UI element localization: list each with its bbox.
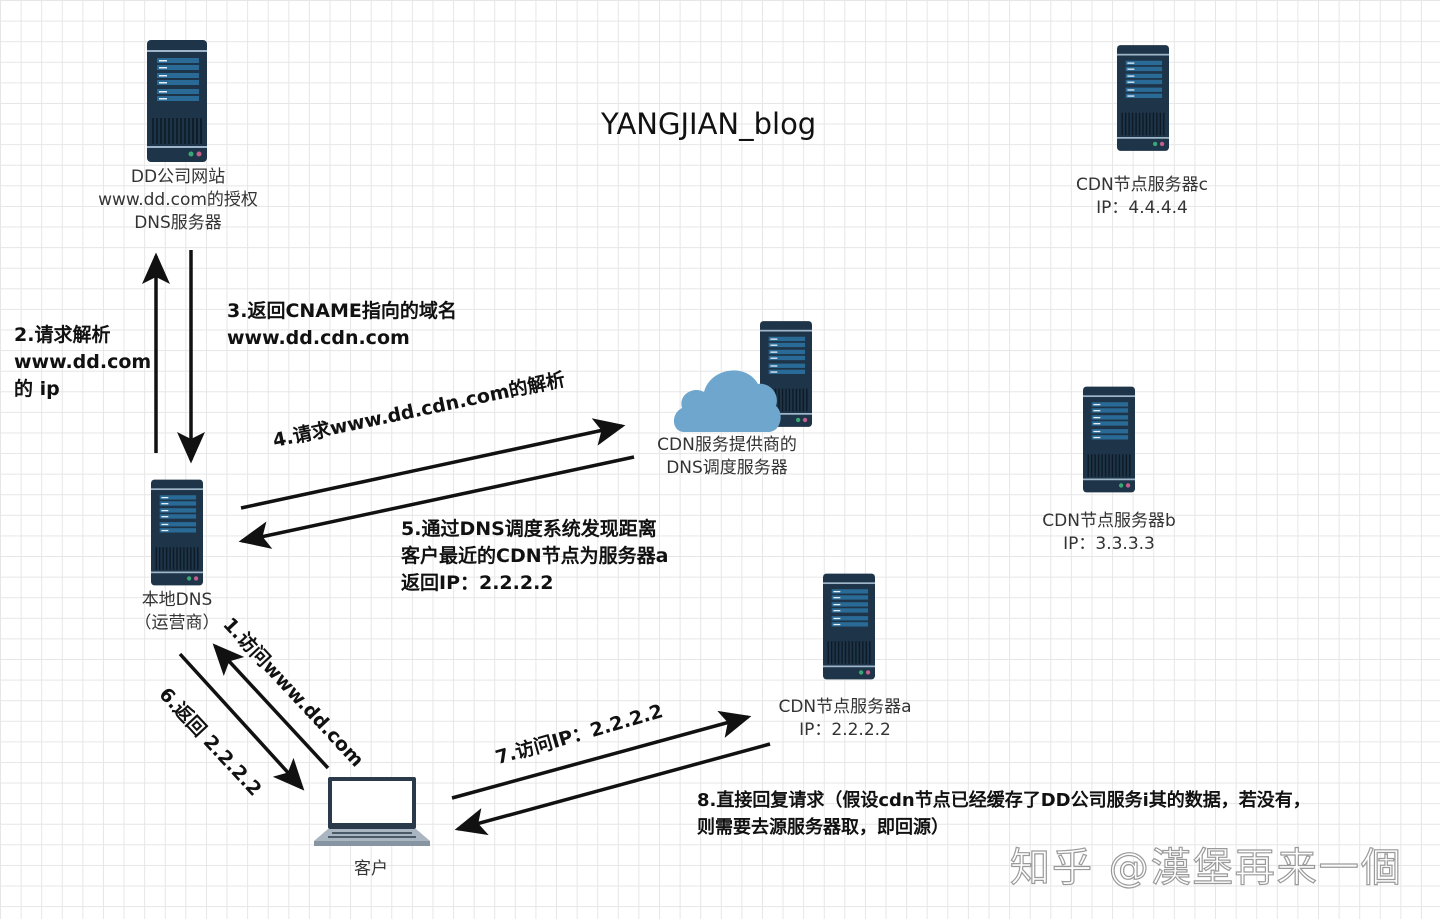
step-line: 3.返回CNAME指向的域名 <box>227 300 457 322</box>
arrow-step8 <box>454 742 771 836</box>
cdn-node-b-label: CDN节点服务器b IP：3.3.3.3 <box>1042 510 1175 556</box>
diagram-title: YANGJIAN_blog <box>601 107 817 141</box>
label-line: IP：3.3.3.3 <box>1063 534 1155 554</box>
watermark: 知乎 @漢堡再来一個 <box>1009 844 1403 891</box>
step-line: www.dd.cdn.com <box>227 327 410 349</box>
step-line: 返回IP：2.2.2.2 <box>401 572 554 594</box>
step2-label: 2.请求解析 www.dd.com 的 ip <box>14 322 151 403</box>
label-line: www.dd.com的授权 <box>98 190 258 210</box>
label-line: DNS服务器 <box>134 213 222 233</box>
label-line: （运营商） <box>134 613 220 633</box>
arrow-step1 <box>212 643 330 770</box>
laptop-icon <box>314 777 430 846</box>
step8-label: 8.直接回复请求（假设cdn节点已经缓存了DD公司服务i其的数据，若没有， 则需… <box>697 787 1311 841</box>
label-line: DNS调度服务器 <box>666 458 788 478</box>
step-line: 客户最近的CDN节点为服务器a <box>401 545 669 567</box>
local-dns-label: 本地DNS （运营商） <box>135 589 220 635</box>
label-line: DD公司网站 <box>130 167 226 187</box>
arrow-step4 <box>240 418 626 510</box>
arrow-step6 <box>178 652 305 791</box>
step5-label: 5.通过DNS调度系统发现距离 客户最近的CDN节点为服务器a 返回IP：2.2… <box>401 516 668 597</box>
arrow-step5 <box>238 455 635 549</box>
cdn-node-c-label: CDN节点服务器c IP：4.4.4.4 <box>1076 174 1208 220</box>
label-line: CDN节点服务器b <box>1042 511 1176 531</box>
cloud-icon <box>673 370 781 432</box>
label-line: IP：4.4.4.4 <box>1096 198 1188 218</box>
arrow-step7 <box>451 710 752 800</box>
step3-label: 3.返回CNAME指向的域名 www.dd.cdn.com <box>227 298 457 352</box>
label-line: CDN节点服务器a <box>778 697 912 717</box>
step-line: 5.通过DNS调度系统发现距离 <box>401 518 657 540</box>
step-line: 则需要去源服务器取，即回源） <box>697 817 949 838</box>
step-line: 2.请求解析 <box>14 324 111 346</box>
cdn-node-a-label: CDN节点服务器a IP：2.2.2.2 <box>778 696 911 742</box>
cdn-dns-label: CDN服务提供商的 DNS调度服务器 <box>657 434 797 480</box>
step-line: 的 ip <box>14 378 60 400</box>
step-line: 8.直接回复请求（假设cdn节点已经缓存了DD公司服务i其的数据，若没有， <box>697 790 1311 811</box>
auth-dns-label: DD公司网站 www.dd.com的授权 DNS服务器 <box>98 166 258 235</box>
label-line: CDN服务提供商的 <box>657 435 797 455</box>
label-line: CDN节点服务器c <box>1075 175 1209 195</box>
client-label: 客户 <box>354 859 388 879</box>
step-line: www.dd.com <box>14 351 152 373</box>
label-line: IP：2.2.2.2 <box>799 720 891 740</box>
label-line: 本地DNS <box>141 590 213 610</box>
